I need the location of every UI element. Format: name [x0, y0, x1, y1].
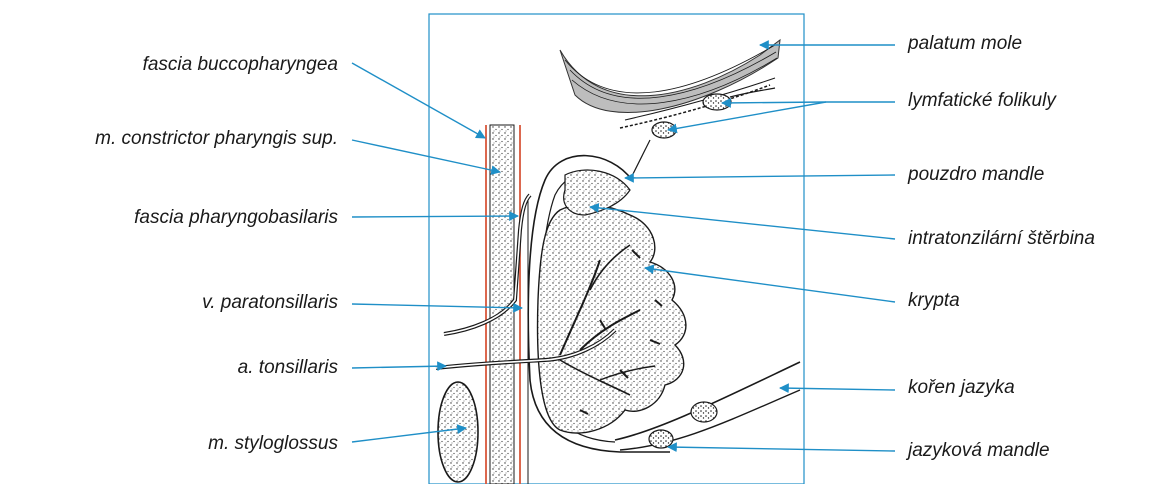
styloglossus-drawing: [438, 382, 478, 482]
label-m-constrictor: m. constrictor pharyngis sup.: [95, 128, 338, 149]
leader-lymfaticke-folikuly-b: [722, 102, 826, 103]
leader-lymfaticke-folikuly-c: [668, 102, 826, 130]
label-koren-jazyka: kořen jazyka: [908, 377, 1015, 398]
leader-fascia-buccopharyngea: [352, 63, 485, 138]
label-pouzdro-mandle: pouzdro mandle: [907, 164, 1044, 185]
leader-koren-jazyka: [780, 388, 895, 390]
pharyngeal-wall-drawing: [486, 125, 528, 484]
label-fascia-buccopharyngea: fascia buccopharyngea: [143, 54, 338, 75]
leader-m-constrictor: [352, 140, 500, 172]
label-krypta: krypta: [908, 290, 960, 311]
label-fascia-pharyngobasilaris: fascia pharyngobasilaris: [134, 207, 338, 228]
leader-krypta: [645, 268, 895, 302]
leader-fascia-pharyngobasilaris: [352, 216, 518, 217]
leader-jazykova-mandle: [668, 447, 895, 451]
leader-a-tonsillaris: [352, 366, 446, 368]
label-intratonzilarni-sterbina: intratonzilární štěrbina: [908, 228, 1095, 249]
tonsil-body-drawing: [538, 205, 686, 434]
label-v-paratonsillaris: v. paratonsillaris: [202, 292, 338, 313]
palatum-mole-drawing: [560, 40, 780, 113]
label-lymfaticke-folikuly: lymfatické folikuly: [908, 90, 1057, 111]
label-a-tonsillaris: a. tonsillaris: [238, 357, 339, 378]
label-jazykova-mandle: jazyková mandle: [905, 440, 1050, 461]
label-palatum-mole: palatum mole: [907, 33, 1022, 54]
label-m-styloglossus: m. styloglossus: [208, 433, 338, 454]
leader-pouzdro-mandle: [625, 175, 895, 178]
